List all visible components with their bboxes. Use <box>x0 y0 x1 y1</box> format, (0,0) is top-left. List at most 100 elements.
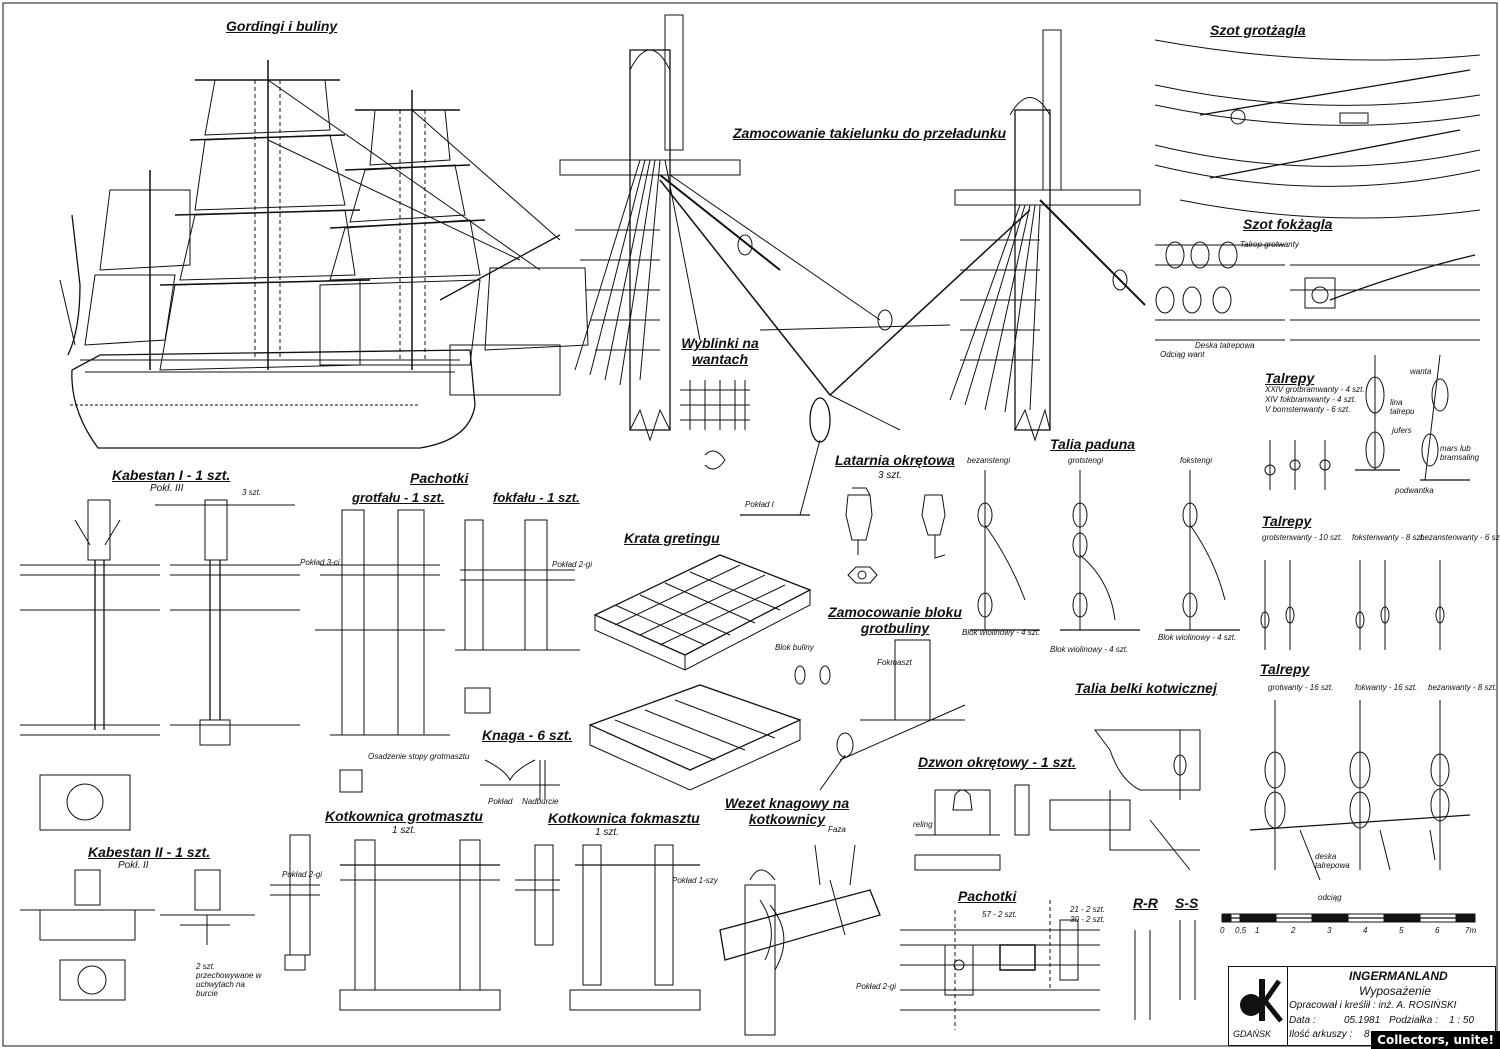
title-talia-paduna: Talia paduna <box>1050 436 1136 452</box>
label-kabestan-note: 2 szt. przechowywane w uchwytach na burc… <box>196 962 262 998</box>
title-pachotki-2: Pachotki <box>958 888 1017 904</box>
title-fokfalu: fokfału - 1 szt. <box>493 490 580 505</box>
watermark: Collectors, unite! <box>1371 1031 1500 1049</box>
title-knaga: Knaga - 6 szt. <box>482 727 573 743</box>
zamocowanie-bloku-drawing <box>794 639 966 791</box>
pachotki-bottom-drawing <box>900 900 1196 1030</box>
title-talia-belki: Talia belki kotwicznej <box>1075 680 1217 696</box>
title-block-sheet: Wyposażenie <box>1359 984 1432 998</box>
kotkownice-drawing <box>270 834 701 1011</box>
label-nadburcie: Nadburcie <box>522 797 559 806</box>
talrepy-2-line-3: bezanstenwanty - 6 szt. <box>1420 533 1500 542</box>
title-rr: R-R <box>1133 895 1158 911</box>
talia-col-fok: fokstengi <box>1180 456 1213 465</box>
title-block-ship: INGERMANLAND <box>1349 969 1448 983</box>
title-talrepy-2: Talrepy <box>1262 513 1312 529</box>
blok-label-3: Blok wiolinowy - 4 szt. <box>1158 633 1237 642</box>
szot-fokzagla-drawing <box>1155 241 1480 341</box>
kabestan-1-drawing <box>20 499 300 831</box>
talrepy-1-line-2: XIV fokbramwanty - 4 szt. <box>1265 395 1357 404</box>
label-pachotki-30: 30 - 2 szt. <box>1070 915 1106 924</box>
label-kabestan-3szt: 3 szt. <box>242 488 262 497</box>
kabestan-1-sub: Pokł. III <box>150 483 184 494</box>
title-zamocowanie-bloku: Zamocowanie bloku grotbuliny <box>828 604 962 636</box>
title-szot-grotzagla: Szot grotżagla <box>1210 22 1306 38</box>
label-faza: Faza <box>828 825 846 834</box>
label-odciag: odciąg <box>1318 893 1342 902</box>
title-block-scale: 1 : 50 <box>1449 1015 1475 1026</box>
label-poklad-2c: Pokład 2-gi <box>856 982 897 991</box>
ak-logo-icon <box>1240 979 1283 1023</box>
title-szot-fokzagla: Szot fokżagla <box>1243 216 1333 232</box>
title-krata: Krata gretingu <box>624 530 720 546</box>
title-dzwon: Dzwon okrętowy - 1 szt. <box>918 754 1076 770</box>
label-poklad-3: Pokład 3-ci <box>300 558 340 567</box>
dzwon-drawing <box>914 784 1030 871</box>
title-latarnia: Latarnia okrętowa <box>835 452 955 468</box>
label-wanta: wanta <box>1410 367 1432 376</box>
title-block-author: Opracował i kreślił : inż. A. ROSIŃSKI <box>1289 1000 1457 1011</box>
label-talrep-grotwanty: Talrep grotwanty <box>1240 240 1299 249</box>
label-podwantka: podwantka <box>1395 486 1434 495</box>
scale-tick-1: 1 <box>1255 926 1260 935</box>
masts-rigging <box>559 14 1146 516</box>
label-poklad-1: Pokład I <box>745 500 774 509</box>
label-fokmaszt: Fokmaszt <box>877 658 912 667</box>
scale-tick-7m: 7m <box>1465 926 1477 935</box>
title-block-city: GDAŃSK <box>1233 1029 1272 1039</box>
krata-gretingu-drawing <box>588 554 812 791</box>
label-mars-lub: mars lub bramsaling <box>1440 444 1480 462</box>
talrepy-1-line-3: V bomstenwanty - 6 szt. <box>1265 405 1351 414</box>
label-poklad-2b: Pokład 2-gi <box>282 870 323 879</box>
title-talrepy-1: Talrepy <box>1265 370 1315 386</box>
scale-tick-05: 0,5 <box>1235 926 1247 935</box>
scale-tick-2: 2 <box>1291 926 1296 935</box>
talrepy-drawing <box>1249 354 1471 881</box>
label-poklad-2: Pokład 2-gi <box>552 560 593 569</box>
label-blok-buliny: Blok buliny <box>775 643 814 652</box>
title-wyblinki: Wyblinki na wantach <box>681 335 759 367</box>
kotkownica-fok-qty: 1 szt. <box>595 827 619 838</box>
talrepy-3-line-1: grotwanty - 16 szt. <box>1268 683 1334 692</box>
label-osadzenie: Osadzenie stopy grotmasztu <box>368 752 470 761</box>
talrepy-3-line-3: bezanwanty - 8 szt. <box>1428 683 1497 692</box>
title-kotkownica-fok: Kotkownica fokmasztu <box>548 810 700 826</box>
blok-label-2: Blok wiolinowy - 4 szt. <box>1050 645 1129 654</box>
wyblinki-drawing <box>680 380 750 470</box>
szot-grotzagla-drawing <box>1154 39 1481 219</box>
title-zamocowanie-takielunku: Zamocowanie takielunku do przeładunku <box>733 125 1007 141</box>
label-reling: reling <box>913 820 933 829</box>
label-odciag-want: Odciąg want <box>1160 350 1205 359</box>
label-pachotki-57: 57 - 2 szt. <box>982 910 1018 919</box>
talrepy-2-line-1: grotstenwanty - 10 szt. <box>1262 533 1343 542</box>
talia-col-grot: grotstengi <box>1068 456 1104 465</box>
title-block-date: 05.1981 <box>1344 1015 1381 1026</box>
wezel-drawing <box>719 844 881 1036</box>
scale-tick-5: 5 <box>1399 926 1404 935</box>
pachotki-drawing <box>315 509 580 793</box>
kabestan-2-drawing <box>20 869 255 1001</box>
title-grotfalu: grotfału - 1 szt. <box>352 490 445 505</box>
label-poklad: Pokład <box>488 797 513 806</box>
label-pachotki-21: 21 - 2 szt. <box>1070 905 1106 914</box>
label-jufers: jufers <box>1392 426 1412 435</box>
talrepy-2-line-2: fokstenwanty - 8 szt. <box>1352 533 1425 542</box>
latarnia-qty: 3 szt. <box>878 470 902 481</box>
title-pachotki: Pachotki <box>410 470 469 486</box>
latarnia-drawing <box>845 487 946 584</box>
scale-tick-0: 0 <box>1220 926 1225 935</box>
logo-mark: GDAŃSK <box>1229 967 1288 1045</box>
title-block-sheets-label: Ilość arkuszy : <box>1289 1029 1353 1040</box>
scale-bar <box>1221 913 1476 923</box>
label-poklad-1b: Pokład 1-szy <box>672 876 718 885</box>
title-block-date-label: Data : <box>1289 1015 1316 1026</box>
knaga-drawing <box>480 759 560 800</box>
ship-sail-plan <box>59 60 589 449</box>
talrepy-3-line-2: fokwanty - 16 szt. <box>1355 683 1418 692</box>
talia-col-bezan: bezanstengi <box>967 456 1011 465</box>
talia-belki-drawing <box>1049 729 1201 871</box>
title-kotkownica-grot: Kotkownica grotmasztu <box>325 808 483 824</box>
title-talrepy-3: Talrepy <box>1260 661 1310 677</box>
